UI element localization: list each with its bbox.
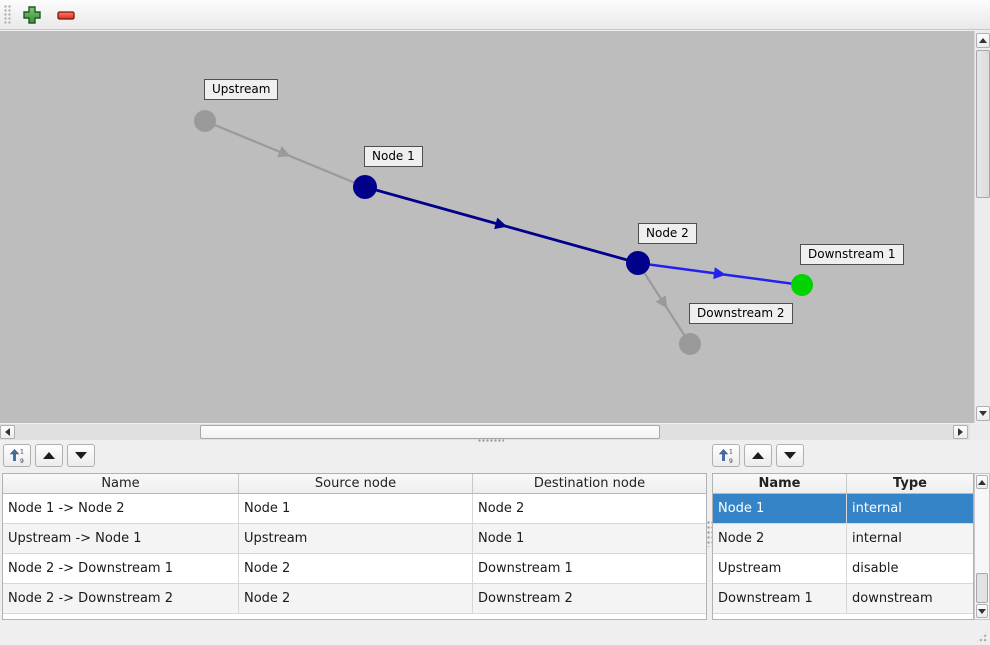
graph-edge[interactable] [637,261,803,287]
sort-ascending-icon: 1 9 [718,448,733,464]
scroll-down-button[interactable] [976,604,988,618]
table-scrollbar-thumb[interactable] [976,573,988,603]
svg-text:9: 9 [729,458,733,464]
table-cell: internal [852,501,902,516]
svg-text:1: 1 [20,448,24,455]
edges-move-down-button[interactable] [67,444,95,467]
table-cell: Upstream [239,524,473,553]
nodes-move-up-button[interactable] [744,444,772,467]
column-header[interactable]: Name [713,474,847,493]
nodes-sort-button[interactable]: 1 9 [712,444,740,467]
table-cell: Node 2 [239,584,473,613]
graph-edge[interactable] [364,185,639,265]
table-splitter-handle[interactable] [707,521,712,547]
table-row[interactable]: Node 1 internal [713,494,973,524]
add-button[interactable] [18,2,46,28]
scroll-down-button[interactable] [976,406,990,421]
table-row[interactable]: Upstream disable [713,554,973,584]
graph-edge[interactable] [204,119,366,189]
graph-svg [194,110,813,355]
scroll-left-button[interactable] [0,425,15,439]
toolbar-drag-handle[interactable] [4,4,12,25]
triangle-right-icon [958,428,963,436]
table-cell: disable [852,561,899,576]
svg-text:9: 9 [20,458,24,464]
table-cell: Node 1 -> Node 2 [3,494,239,523]
down-arrow-icon [75,452,87,459]
table-cell: Node 2 [478,501,525,516]
up-arrow-icon [752,452,764,459]
canvas-horizontal-scrollbar[interactable] [0,424,970,440]
table-row[interactable]: Node 2 internal [713,524,973,554]
table-cell: Node 1 [713,494,847,523]
up-arrow-icon [43,452,55,459]
column-header[interactable]: Type [893,476,927,491]
nodes-move-down-button[interactable] [776,444,804,467]
main-toolbar [0,0,990,30]
table-cell: Upstream -> Node 1 [3,524,239,553]
table-cell: Node 1 [239,494,473,523]
graph-edge[interactable] [637,262,691,345]
sort-ascending-icon: 1 9 [9,448,24,464]
triangle-down-icon [979,411,987,416]
scroll-up-button[interactable] [976,475,988,489]
node-label[interactable]: Upstream [204,79,279,100]
table-cell: Downstream 1 [713,584,847,613]
nodes-table-header: Name Type [713,474,973,494]
triangle-down-icon [978,608,986,614]
table-cell: Node 2 -> Downstream 1 [3,554,239,583]
window-resize-grip[interactable] [975,630,988,643]
table-cell: Node 2 -> Downstream 2 [3,584,239,613]
plus-icon [23,5,41,24]
scroll-up-button[interactable] [976,33,990,48]
table-cell: Node 2 [239,554,473,583]
table-row[interactable]: Downstream 1 downstream [713,584,973,614]
pane-splitter-handle[interactable] [478,439,504,443]
triangle-left-icon [5,428,10,436]
table-cell: downstream [852,591,933,606]
node-label[interactable]: Downstream 1 [800,244,904,265]
vertical-scrollbar-thumb[interactable] [976,50,990,198]
graph-node[interactable] [353,175,377,199]
edges-move-up-button[interactable] [35,444,63,467]
graph-node[interactable] [791,274,813,296]
triangle-up-icon [979,38,987,43]
horizontal-scrollbar-thumb[interactable] [200,425,660,439]
table-cell: Downstream 1 [478,561,573,576]
node-label[interactable]: Downstream 2 [689,303,793,324]
node-label[interactable]: Node 1 [364,146,423,167]
graph-node[interactable] [679,333,701,355]
remove-button[interactable] [52,2,80,28]
scroll-right-button[interactable] [953,425,968,439]
node-label[interactable]: Node 2 [638,223,697,244]
triangle-up-icon [978,479,986,485]
table-cell: Upstream [713,554,847,583]
column-header[interactable]: Destination node [533,476,646,491]
table-cell: Node 2 [713,524,847,553]
edges-sort-button[interactable]: 1 9 [3,444,31,467]
nodes-table-scrollbar[interactable] [974,473,990,620]
table-cell: Downstream 2 [478,591,573,606]
graph-node[interactable] [194,110,216,132]
minus-icon [57,10,75,20]
column-header[interactable]: Name [3,474,239,493]
svg-text:1: 1 [729,448,733,455]
table-cell: Node 1 [478,531,525,546]
table-cell: internal [852,531,902,546]
scrollbar-corner [970,424,990,440]
canvas-vertical-scrollbar[interactable] [974,31,990,423]
down-arrow-icon [784,452,796,459]
column-header[interactable]: Source node [239,474,473,493]
graph-node[interactable] [626,251,650,275]
